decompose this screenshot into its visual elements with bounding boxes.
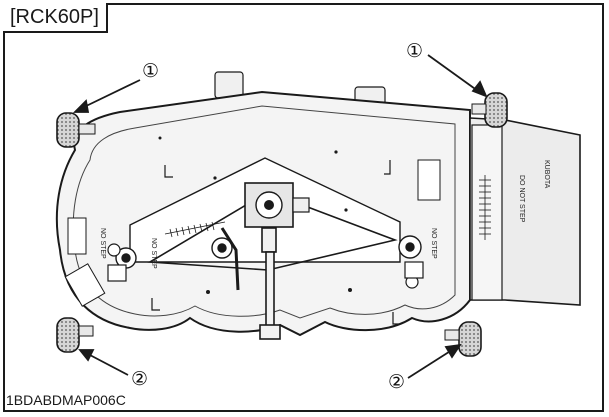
gauge-wheel-front-left bbox=[56, 112, 96, 148]
blade-spindles bbox=[107, 243, 424, 289]
pulleys bbox=[115, 235, 422, 269]
no-step-label-left: NO STEP bbox=[99, 228, 106, 259]
idler-arm bbox=[220, 227, 240, 291]
callout-2-left: ② bbox=[131, 369, 148, 390]
deck-decals bbox=[64, 159, 441, 307]
gauge-wheel-front-right bbox=[471, 92, 508, 128]
gauge-wheel-rear-right bbox=[444, 321, 482, 357]
driveshaft bbox=[259, 227, 281, 340]
no-step-label-center-left: NO STEP bbox=[150, 238, 157, 269]
model-label: [RCK60P] bbox=[3, 3, 108, 33]
do-not-step-label: DO NOT STEP bbox=[518, 175, 525, 223]
gauge-wheel-rear-left bbox=[56, 317, 94, 353]
deck-inner-rib bbox=[72, 105, 456, 319]
belt-tensioner-spring bbox=[164, 221, 226, 238]
warning-strip-label: KUBOTA bbox=[543, 160, 550, 189]
callout-arrows bbox=[72, 54, 488, 379]
chute-rail bbox=[471, 124, 503, 301]
deck-bolts bbox=[158, 136, 352, 294]
figure-code: 1BDABDMAP006C bbox=[6, 392, 126, 408]
callout-2-right: ② bbox=[388, 372, 405, 393]
callout-1-left: ① bbox=[142, 61, 159, 82]
tension-spring-right bbox=[479, 175, 491, 240]
gearbox bbox=[244, 182, 310, 228]
drive-belt bbox=[147, 191, 398, 271]
deck-hooks bbox=[151, 160, 399, 325]
callout-1-right: ① bbox=[406, 41, 423, 62]
no-step-label-right: NO STEP bbox=[430, 228, 437, 259]
